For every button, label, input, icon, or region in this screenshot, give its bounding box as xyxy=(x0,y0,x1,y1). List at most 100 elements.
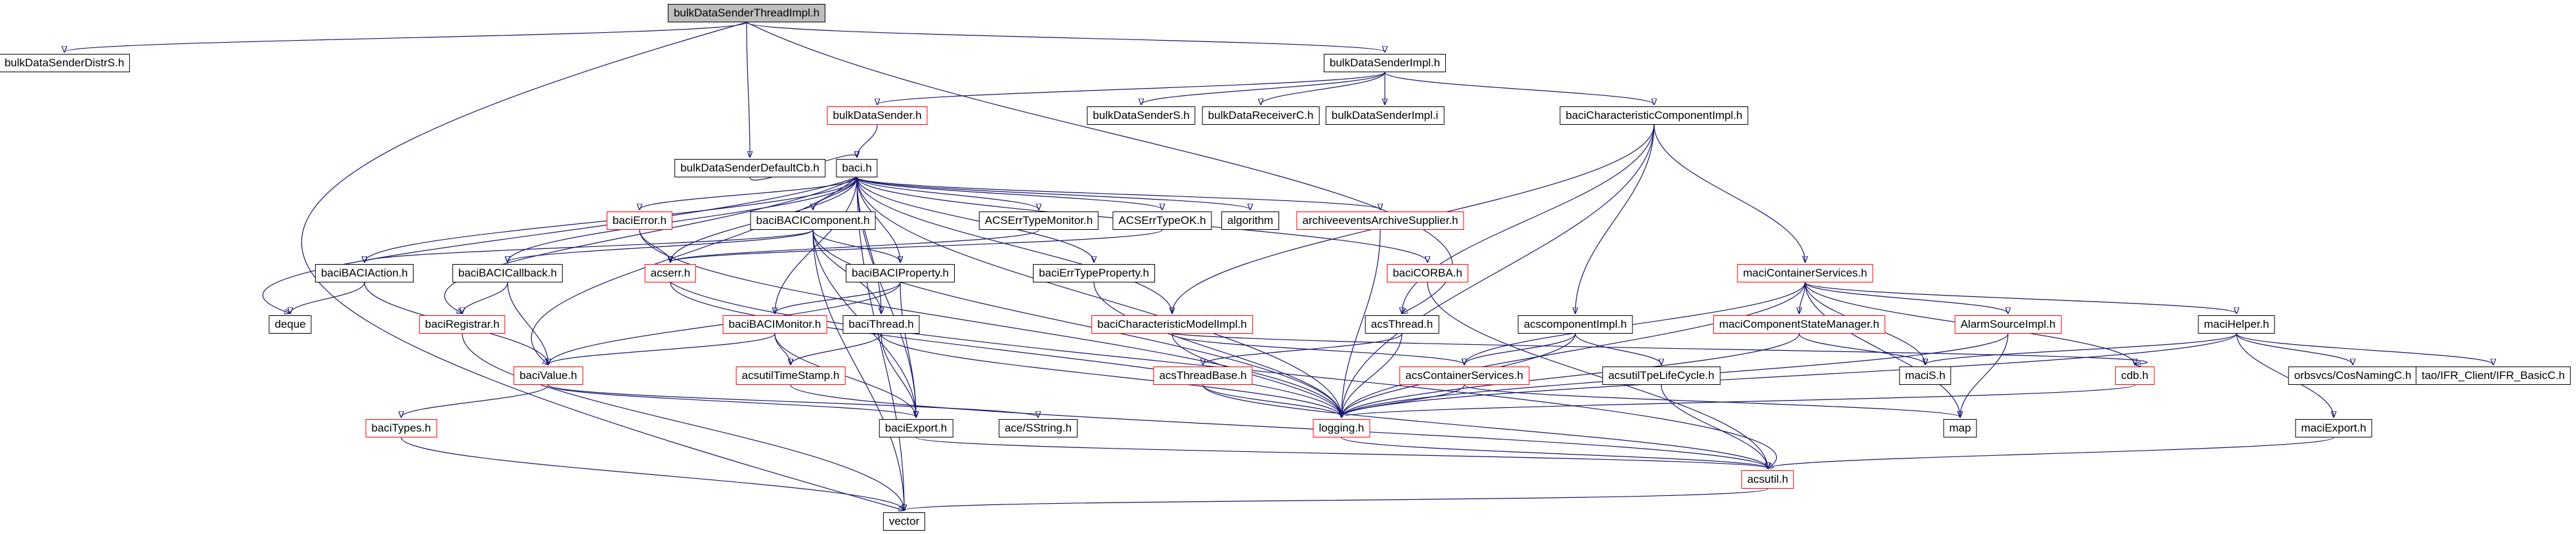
edge-root-to-vector xyxy=(301,22,904,510)
graph-node-baciTypes[interactable]: baciTypes.h xyxy=(365,419,437,437)
edge-maciHelper-to-cosNaming xyxy=(2236,333,2353,365)
edge-baciMonitor-to-baciValue xyxy=(548,333,775,365)
edge-baciValue-to-baciExport xyxy=(548,384,916,417)
graph-node-baciError[interactable]: baciError.h xyxy=(606,211,673,230)
edge-baciAction-to-deque xyxy=(290,282,365,313)
graph-node-map[interactable]: map xyxy=(1943,419,1977,437)
edge-baciCallback-to-registrar xyxy=(462,282,508,313)
edge-baci-to-logging xyxy=(856,177,1342,417)
graph-node-aceSString[interactable]: ace/SString.h xyxy=(998,419,1078,437)
graph-node-charCompImpl[interactable]: baciCharacteristicComponentImpl.h xyxy=(1560,106,1749,125)
graph-node-cdb[interactable]: cdb.h xyxy=(2115,367,2154,385)
graph-node-registrar[interactable]: baciRegistrar.h xyxy=(419,315,506,334)
graph-node-charModel[interactable]: baciCharacteristicModelImpl.h xyxy=(1091,315,1253,334)
edge-senderImpl-to-charCompImpl xyxy=(1384,72,1654,104)
edge-maciCSM-to-logging xyxy=(1342,333,1800,417)
graph-node-maciS[interactable]: maciS.h xyxy=(1899,367,1952,385)
edge-maciContSvc-to-maciHelper xyxy=(1804,282,2237,313)
edge-baci-to-baciValue xyxy=(531,177,858,365)
edge-baci-to-errMonitor xyxy=(856,177,1039,210)
edge-errMonitor-to-acserr xyxy=(670,229,1039,262)
graph-node-acsContSvc[interactable]: acsContainerServices.h xyxy=(1399,367,1529,385)
edge-acserr-to-acsutil xyxy=(670,282,1777,468)
graph-node-baciExport[interactable]: baciExport.h xyxy=(879,419,953,437)
edge-baciComp-to-baciAction xyxy=(364,229,814,262)
graph-node-maciExport[interactable]: maciExport.h xyxy=(2295,419,2372,437)
edge-acsutil-to-vector xyxy=(904,488,1768,510)
graph-node-archive[interactable]: archiveeventsArchiveSupplier.h xyxy=(1296,211,1464,230)
graph-node-timeStamp[interactable]: acsutilTimeStamp.h xyxy=(735,367,846,385)
edge-baciValue-to-aceSString xyxy=(548,384,1038,417)
graph-node-baciCORBA[interactable]: baciCORBA.h xyxy=(1387,264,1468,282)
graph-node-baciProperty[interactable]: baciBACIProperty.h xyxy=(845,264,955,282)
edge-baciTypes-to-vector xyxy=(401,437,904,510)
edge-baci-to-errTypeProp xyxy=(856,177,1094,262)
graph-node-acsCompImpl[interactable]: acscomponentImpl.h xyxy=(1517,315,1633,334)
graph-node-alarmSrc[interactable]: AlarmSourceImpl.h xyxy=(1954,315,2062,334)
graph-node-algorithm[interactable]: algorithm xyxy=(1221,211,1279,230)
graph-node-deque[interactable]: deque xyxy=(269,315,312,334)
graph-node-defaultCb[interactable]: bulkDataSenderDefaultCb.h xyxy=(674,159,825,177)
graph-node-senderS[interactable]: bulkDataSenderS.h xyxy=(1087,106,1196,125)
graph-node-sender[interactable]: bulkDataSender.h xyxy=(827,106,928,125)
edge-maciContSvc-to-alarmSrc xyxy=(1804,282,2008,313)
edge-acsContSvc-to-logging xyxy=(1342,384,1465,417)
graph-node-distrS[interactable]: bulkDataSenderDistrS.h xyxy=(0,54,131,72)
edge-baciExport-to-acsutil xyxy=(915,437,1768,468)
edge-baciError-to-logging xyxy=(639,229,1342,417)
graph-node-root[interactable]: bulkDataSenderThreadImpl.h xyxy=(667,4,826,22)
graph-node-baciMonitor[interactable]: baciBACIMonitor.h xyxy=(722,315,827,334)
edge-root-to-senderImpl xyxy=(746,22,1385,52)
edge-baci-to-registrar xyxy=(444,177,858,313)
edge-maciExport-to-acsutil xyxy=(1768,437,2334,468)
edge-charCompImpl-to-maciContSvc xyxy=(1653,124,1805,262)
graph-node-senderImplI[interactable]: bulkDataSenderImpl.i xyxy=(1325,106,1445,125)
edge-acsThread-to-logging xyxy=(1342,333,1403,417)
graph-node-receiverC[interactable]: bulkDataReceiverC.h xyxy=(1202,106,1320,125)
graph-node-senderImpl[interactable]: bulkDataSenderImpl.h xyxy=(1323,54,1447,72)
graph-node-baci[interactable]: baci.h xyxy=(836,159,878,177)
graph-node-errMonitor[interactable]: ACSErrTypeMonitor.h xyxy=(978,211,1099,230)
graph-node-maciHelper[interactable]: maciHelper.h xyxy=(2198,315,2275,334)
graph-node-acsutil[interactable]: acsutil.h xyxy=(1741,470,1795,489)
graph-node-baciValue[interactable]: baciValue.h xyxy=(513,367,583,385)
edge-maciHelper-to-taoIFR xyxy=(2236,333,2493,365)
graph-node-errTypeProp[interactable]: baciErrTypeProperty.h xyxy=(1033,264,1155,282)
graph-node-lifeCycle[interactable]: acsutilTpeLifeCycle.h xyxy=(1602,367,1720,385)
edge-charCompImpl-to-acsCompImpl xyxy=(1575,124,1655,313)
edge-acsThread-to-threadBase xyxy=(1203,333,1403,365)
edge-charCompImpl-to-acsThread xyxy=(1402,124,1655,313)
graph-node-taoIFR[interactable]: tao/IFR_Client/IFR_BasicC.h xyxy=(2415,367,2571,385)
edge-senderImpl-to-senderS xyxy=(1141,72,1386,104)
edge-senderImpl-to-sender xyxy=(877,72,1386,104)
edge-maciHelper-to-maciExport xyxy=(2236,333,2334,417)
graph-node-cosNaming[interactable]: orbsvcs/CosNamingC.h xyxy=(2288,367,2418,385)
graph-node-logging[interactable]: logging.h xyxy=(1313,419,1370,437)
edge-baciThread-to-logging xyxy=(881,333,1342,417)
edge-baci-to-deque xyxy=(263,177,858,313)
graph-node-vector[interactable]: vector xyxy=(883,512,926,531)
edge-charCompImpl-to-logging xyxy=(1342,124,1655,417)
graph-node-baciThread[interactable]: baciThread.h xyxy=(842,315,920,334)
edge-baci-to-errOK xyxy=(856,177,1162,210)
graph-node-acserr[interactable]: acserr.h xyxy=(644,264,697,282)
graph-node-maciCSM[interactable]: maciComponentStateManager.h xyxy=(1713,315,1885,334)
edge-baciCallback-to-baciValue xyxy=(507,282,548,365)
edge-baciComp-to-baciCallback xyxy=(508,229,814,262)
edge-registrar-to-vector xyxy=(462,333,904,510)
edge-charModel-to-logging xyxy=(1171,333,1342,417)
graph-node-threadBase[interactable]: acsThreadBase.h xyxy=(1153,367,1253,385)
graph-node-baciCallback[interactable]: baciBACICallback.h xyxy=(452,264,563,282)
graph-node-baciAction[interactable]: baciBACIAction.h xyxy=(315,264,414,282)
edge-baci-to-baciProperty xyxy=(856,177,900,262)
graph-node-acsThread[interactable]: acsThread.h xyxy=(1364,315,1439,334)
edge-baci-to-algorithm xyxy=(856,177,1250,210)
edge-maciHelper-to-maciS xyxy=(1925,333,2237,365)
edge-charModel-to-cdb xyxy=(1171,333,2148,365)
edge-cdb-to-logging xyxy=(1342,384,2135,417)
graph-node-maciContSvc[interactable]: maciContainerServices.h xyxy=(1737,264,1873,282)
graph-node-errOK[interactable]: ACSErrTypeOK.h xyxy=(1112,211,1212,230)
graph-node-baciComp[interactable]: baciBACIComponent.h xyxy=(750,211,876,230)
